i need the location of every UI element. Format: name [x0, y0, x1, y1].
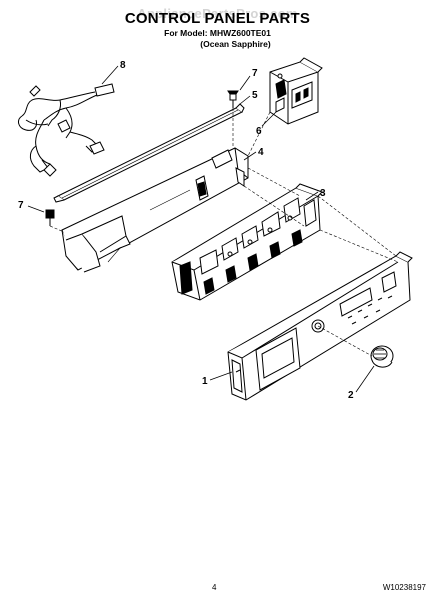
screw-upper — [227, 90, 239, 108]
control-knob-part — [370, 345, 394, 368]
callout-2: 2 — [348, 390, 354, 401]
callout-8: 8 — [120, 60, 126, 71]
screw-left — [45, 209, 55, 226]
callout-4: 4 — [258, 147, 264, 158]
module-board-part — [269, 57, 323, 125]
callout-6: 6 — [256, 126, 262, 137]
model-label: For Model: MHWZ600TE01 — [164, 28, 271, 38]
document-number: W10238197 — [382, 583, 426, 592]
leader-lines — [27, 65, 375, 393]
callout-7-left: 7 — [18, 200, 24, 211]
page-title: CONTROL PANEL PARTS — [124, 10, 311, 27]
wire-harness-part — [18, 83, 115, 177]
callout-3: 3 — [320, 188, 326, 199]
callout-1: 1 — [202, 376, 208, 387]
callout-7-upper: 7 — [252, 68, 258, 79]
callout-5: 5 — [252, 90, 258, 101]
assembly-guide-lines — [49, 108, 399, 357]
console-panel-part — [227, 251, 413, 401]
mounting-strip-part — [53, 103, 245, 203]
console-bracket-part — [61, 147, 249, 273]
color-label: (Ocean Sapphire) — [200, 39, 271, 49]
page-number: 4 — [212, 583, 217, 592]
watermark-text: AppliancePartsPros.com — [137, 6, 298, 21]
